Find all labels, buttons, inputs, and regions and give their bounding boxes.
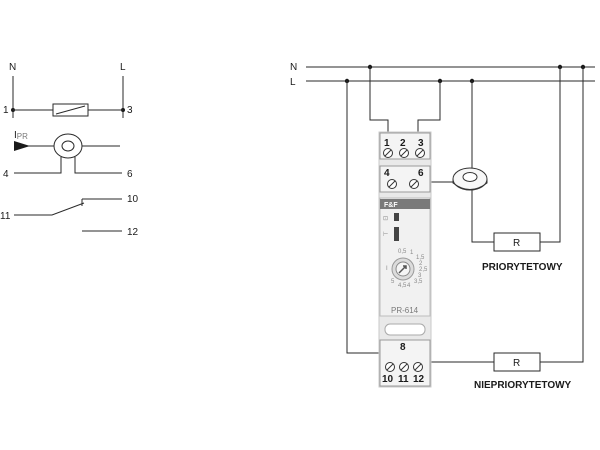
svg-text:1,5: 1,5 [416,255,425,261]
symbol-terminal-11: 11 [0,211,11,222]
svg-text:3,5: 3,5 [414,279,423,285]
brand-strip [380,199,430,209]
svg-text:4: 4 [407,283,411,289]
symbol-diagram: N L 1 3 IPR 4 6 10 11 12 [0,62,139,238]
svg-text:2: 2 [419,261,423,267]
wire-nonpriority-to-n [540,67,584,363]
priority-load-label: PRIORYTETOWY [482,262,563,273]
symbol-current-label: IPR [14,130,28,141]
symbol-contact-arm [14,202,85,216]
brand-logo: F&F [384,202,398,209]
wire-n-to-t1 [369,67,389,140]
current-transformer [452,167,488,191]
relay-device: 1 2 3 4 6 [378,131,432,388]
terminal-screw-6[interactable] [409,179,419,189]
label-window [384,323,426,336]
symbol-ct-lead-6 [74,157,122,174]
symbol-n-label: N [9,62,16,73]
nonpriority-load-symbol: R [513,358,520,369]
led-label-1: ⊡ [383,216,388,222]
terminal-screw-11[interactable] [399,362,409,372]
terminal-screw-10[interactable] [385,362,395,372]
terminal-label-12: 12 [413,374,425,385]
svg-text:0,5: 0,5 [398,249,407,255]
terminal-label-11: 11 [398,374,409,385]
terminal-screw-12[interactable] [413,362,423,372]
wire-priority-to-n [540,67,561,243]
symbol-terminal-10: 10 [127,194,139,205]
dial-arrow-icon [398,265,407,274]
led-indicator-1 [394,213,399,221]
symbol-terminal-4: 4 [3,169,9,180]
terminal-label-10: 10 [382,374,394,385]
terminal-label-2: 2 [400,138,406,149]
terminal-screw-2[interactable] [399,148,409,158]
front-panel [379,197,431,317]
symbol-ct-hole [61,140,75,152]
terminal-screw-3[interactable] [415,148,425,158]
wire-l-to-t3 [417,81,441,140]
symbol-ct-lead-4 [14,157,62,174]
symbol-terminal-12: 12 [127,227,139,238]
symbol-current-arrow-icon [14,141,30,151]
symbol-l-label: L [120,62,126,73]
terminal-label-8: 8 [400,342,406,353]
priority-load-resistor [493,232,541,252]
led-label-2: ⊢ [383,231,388,238]
svg-text:1: 1 [410,250,414,256]
model-label: PR-614 [391,306,419,315]
mid-terminal-block [379,165,431,193]
terminal-label-1: 1 [384,138,390,149]
svg-text:3: 3 [418,273,422,279]
terminal-label-4: 4 [384,168,390,179]
svg-text:5: 5 [391,279,395,285]
wiring-l-label: L [290,77,296,88]
dial-scale: 0,5 1 1,5 2 2,5 3 3,5 4 4,5 5 [391,249,428,289]
symbol-terminal-6: 6 [127,169,133,180]
terminal-screw-1[interactable] [383,148,393,158]
dial-label: I [386,266,388,272]
wire-l-to-priority [471,81,494,243]
svg-text:2,5: 2,5 [419,267,428,273]
wiring-n-label: N [290,62,297,73]
current-dial[interactable] [391,257,415,281]
wiring-diagram: N L 1 2 3 [290,62,595,391]
symbol-terminal-3: 3 [127,105,133,116]
priority-load-symbol: R [513,238,520,249]
nonpriority-load-label: NIEPRIORYTETOWY [474,380,572,391]
terminal-label-3: 3 [418,138,424,149]
nonpriority-load-resistor [493,352,541,372]
symbol-terminal-1: 1 [3,105,9,116]
terminal-screw-4[interactable] [387,179,397,189]
symbol-coil-slash [55,105,86,115]
led-indicator-2 [394,227,399,241]
svg-text:4,5: 4,5 [398,283,407,289]
terminal-label-6: 6 [418,168,424,179]
